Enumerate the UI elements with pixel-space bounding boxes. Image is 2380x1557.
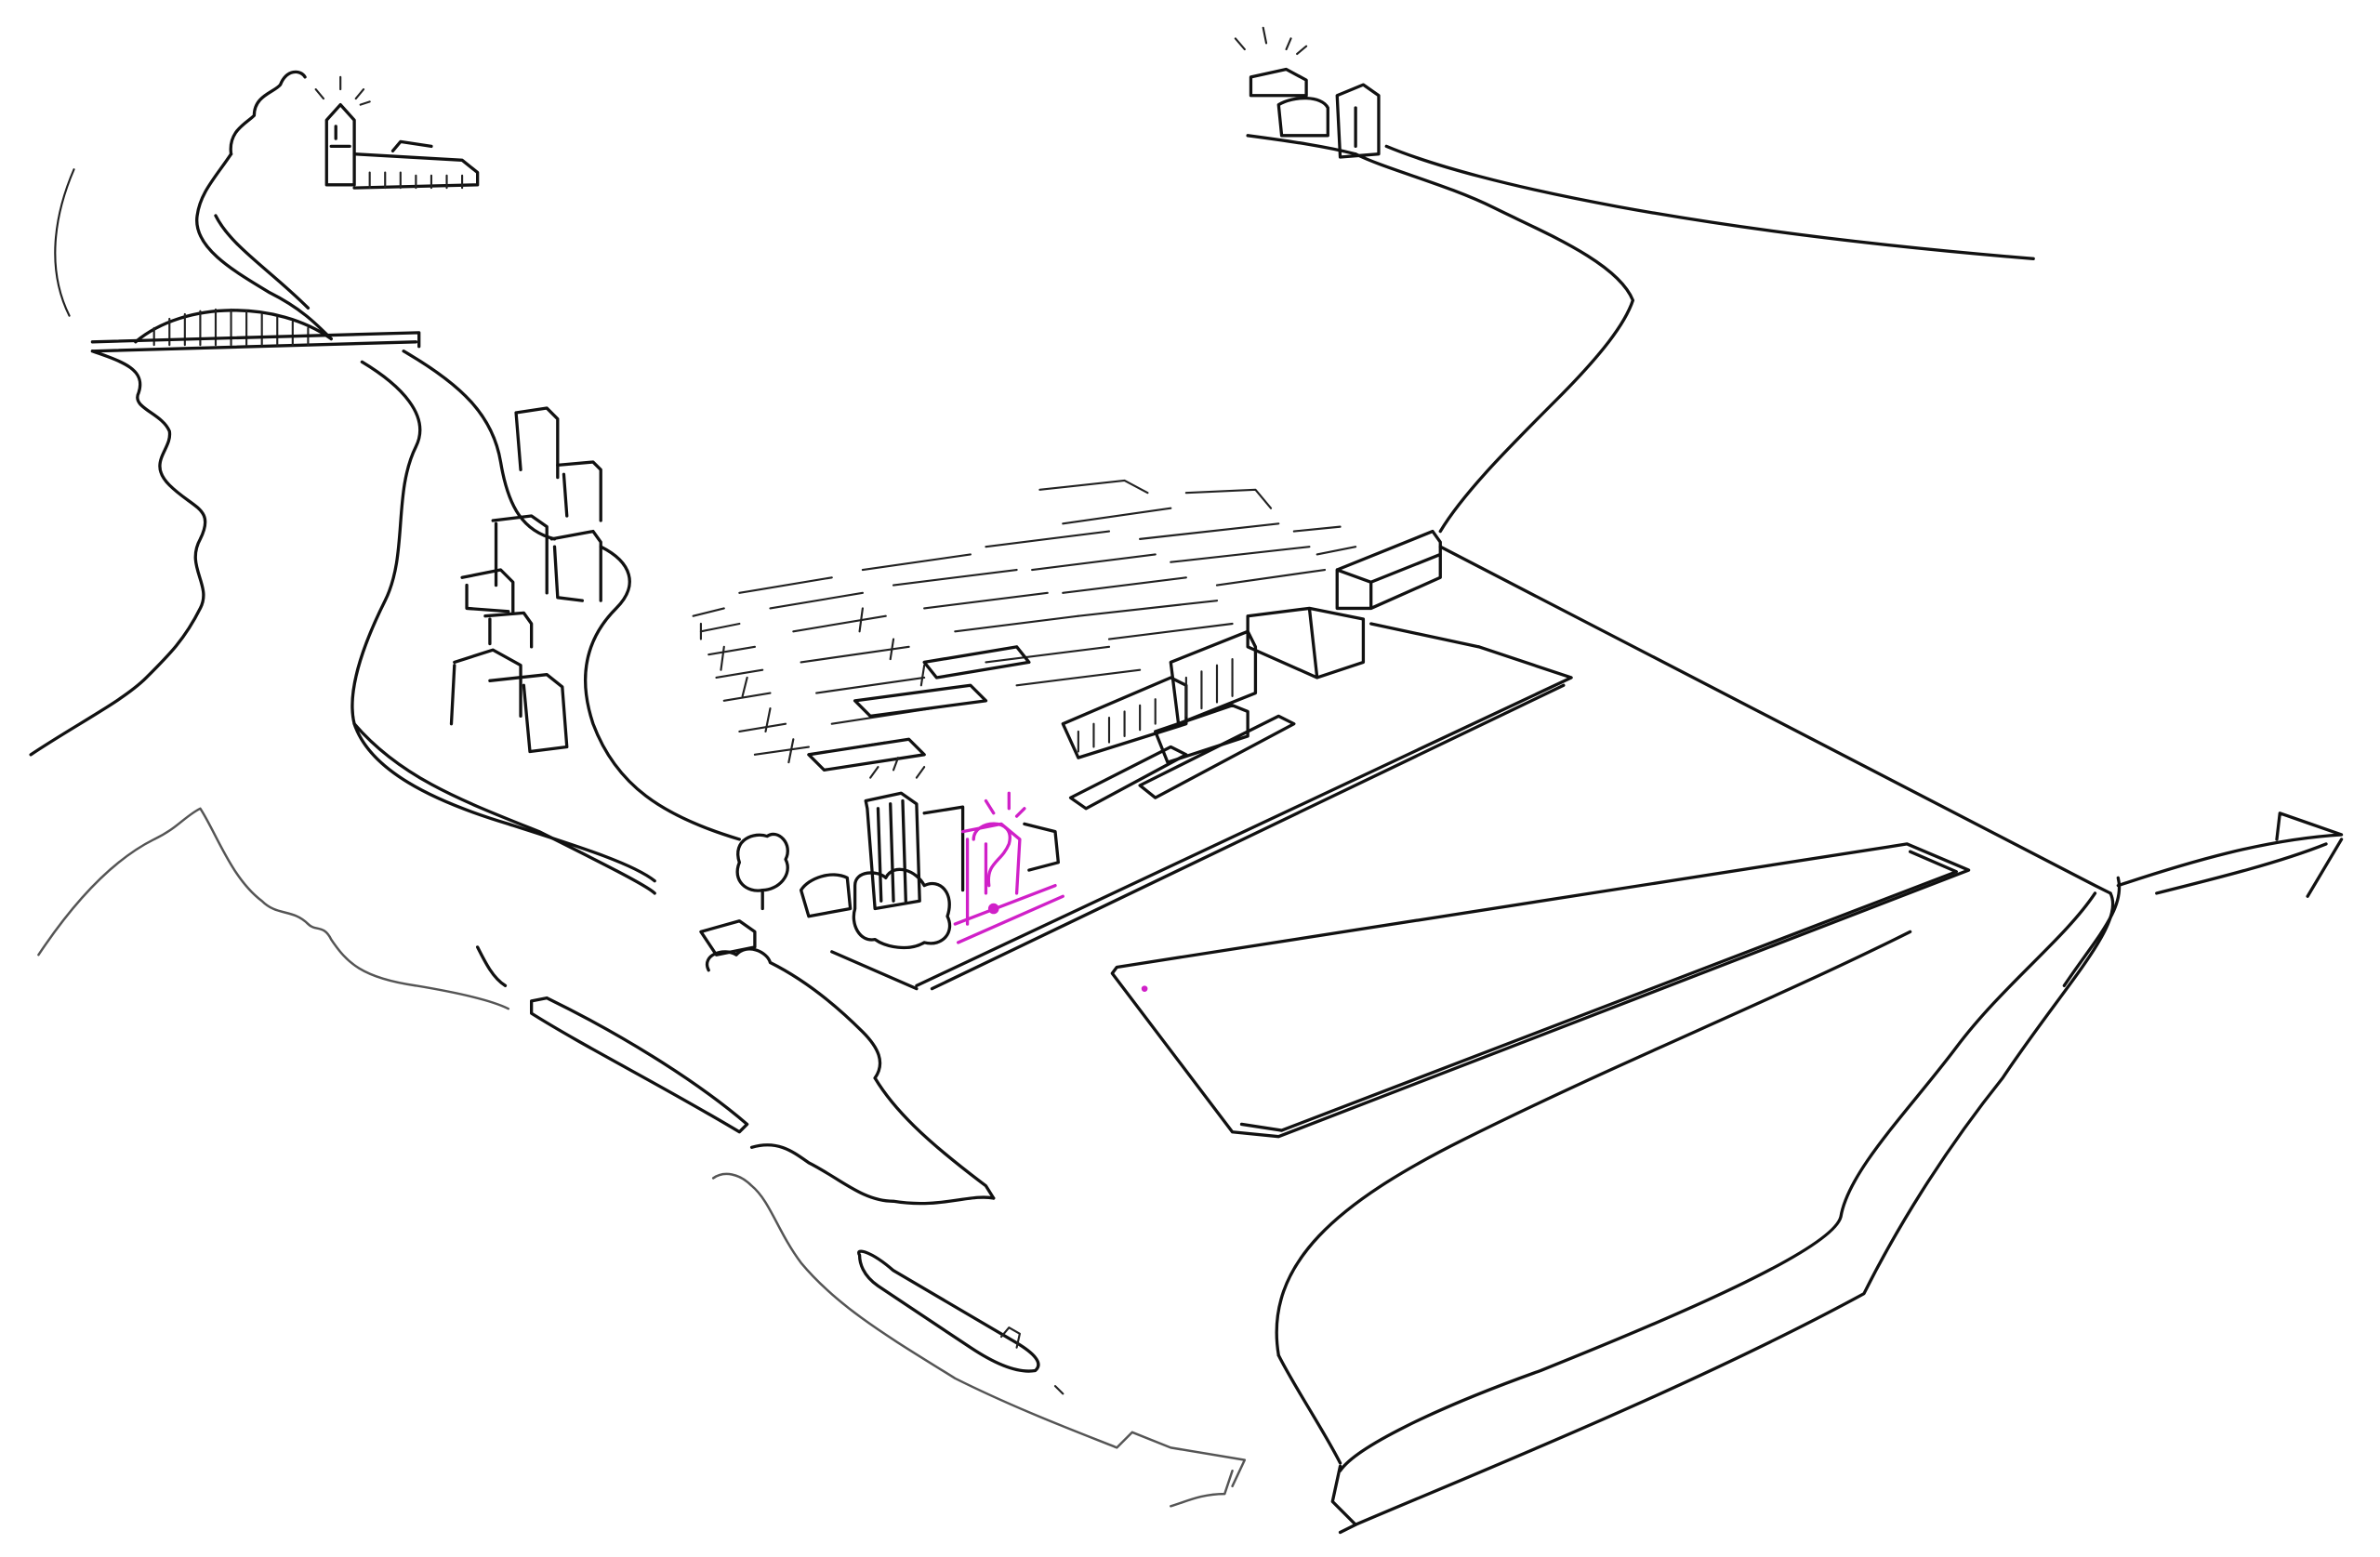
top-right-buildings bbox=[1234, 26, 1381, 159]
site-cluster bbox=[699, 757, 1060, 1080]
harbor-basin bbox=[1110, 842, 1971, 1139]
church-hill bbox=[195, 70, 480, 341]
highlight-marker bbox=[953, 791, 1148, 992]
lower-river bbox=[529, 996, 1247, 1508]
residential-area bbox=[692, 479, 1357, 772]
left-riverbank bbox=[29, 168, 510, 1010]
tower-blocks bbox=[449, 406, 602, 754]
central-river bbox=[350, 350, 741, 987]
quay-strip bbox=[830, 622, 1573, 991]
industrial-blocks bbox=[1061, 529, 1442, 811]
bridge bbox=[90, 308, 421, 349]
right-land bbox=[1246, 134, 2344, 1535]
ship bbox=[857, 1249, 1064, 1395]
